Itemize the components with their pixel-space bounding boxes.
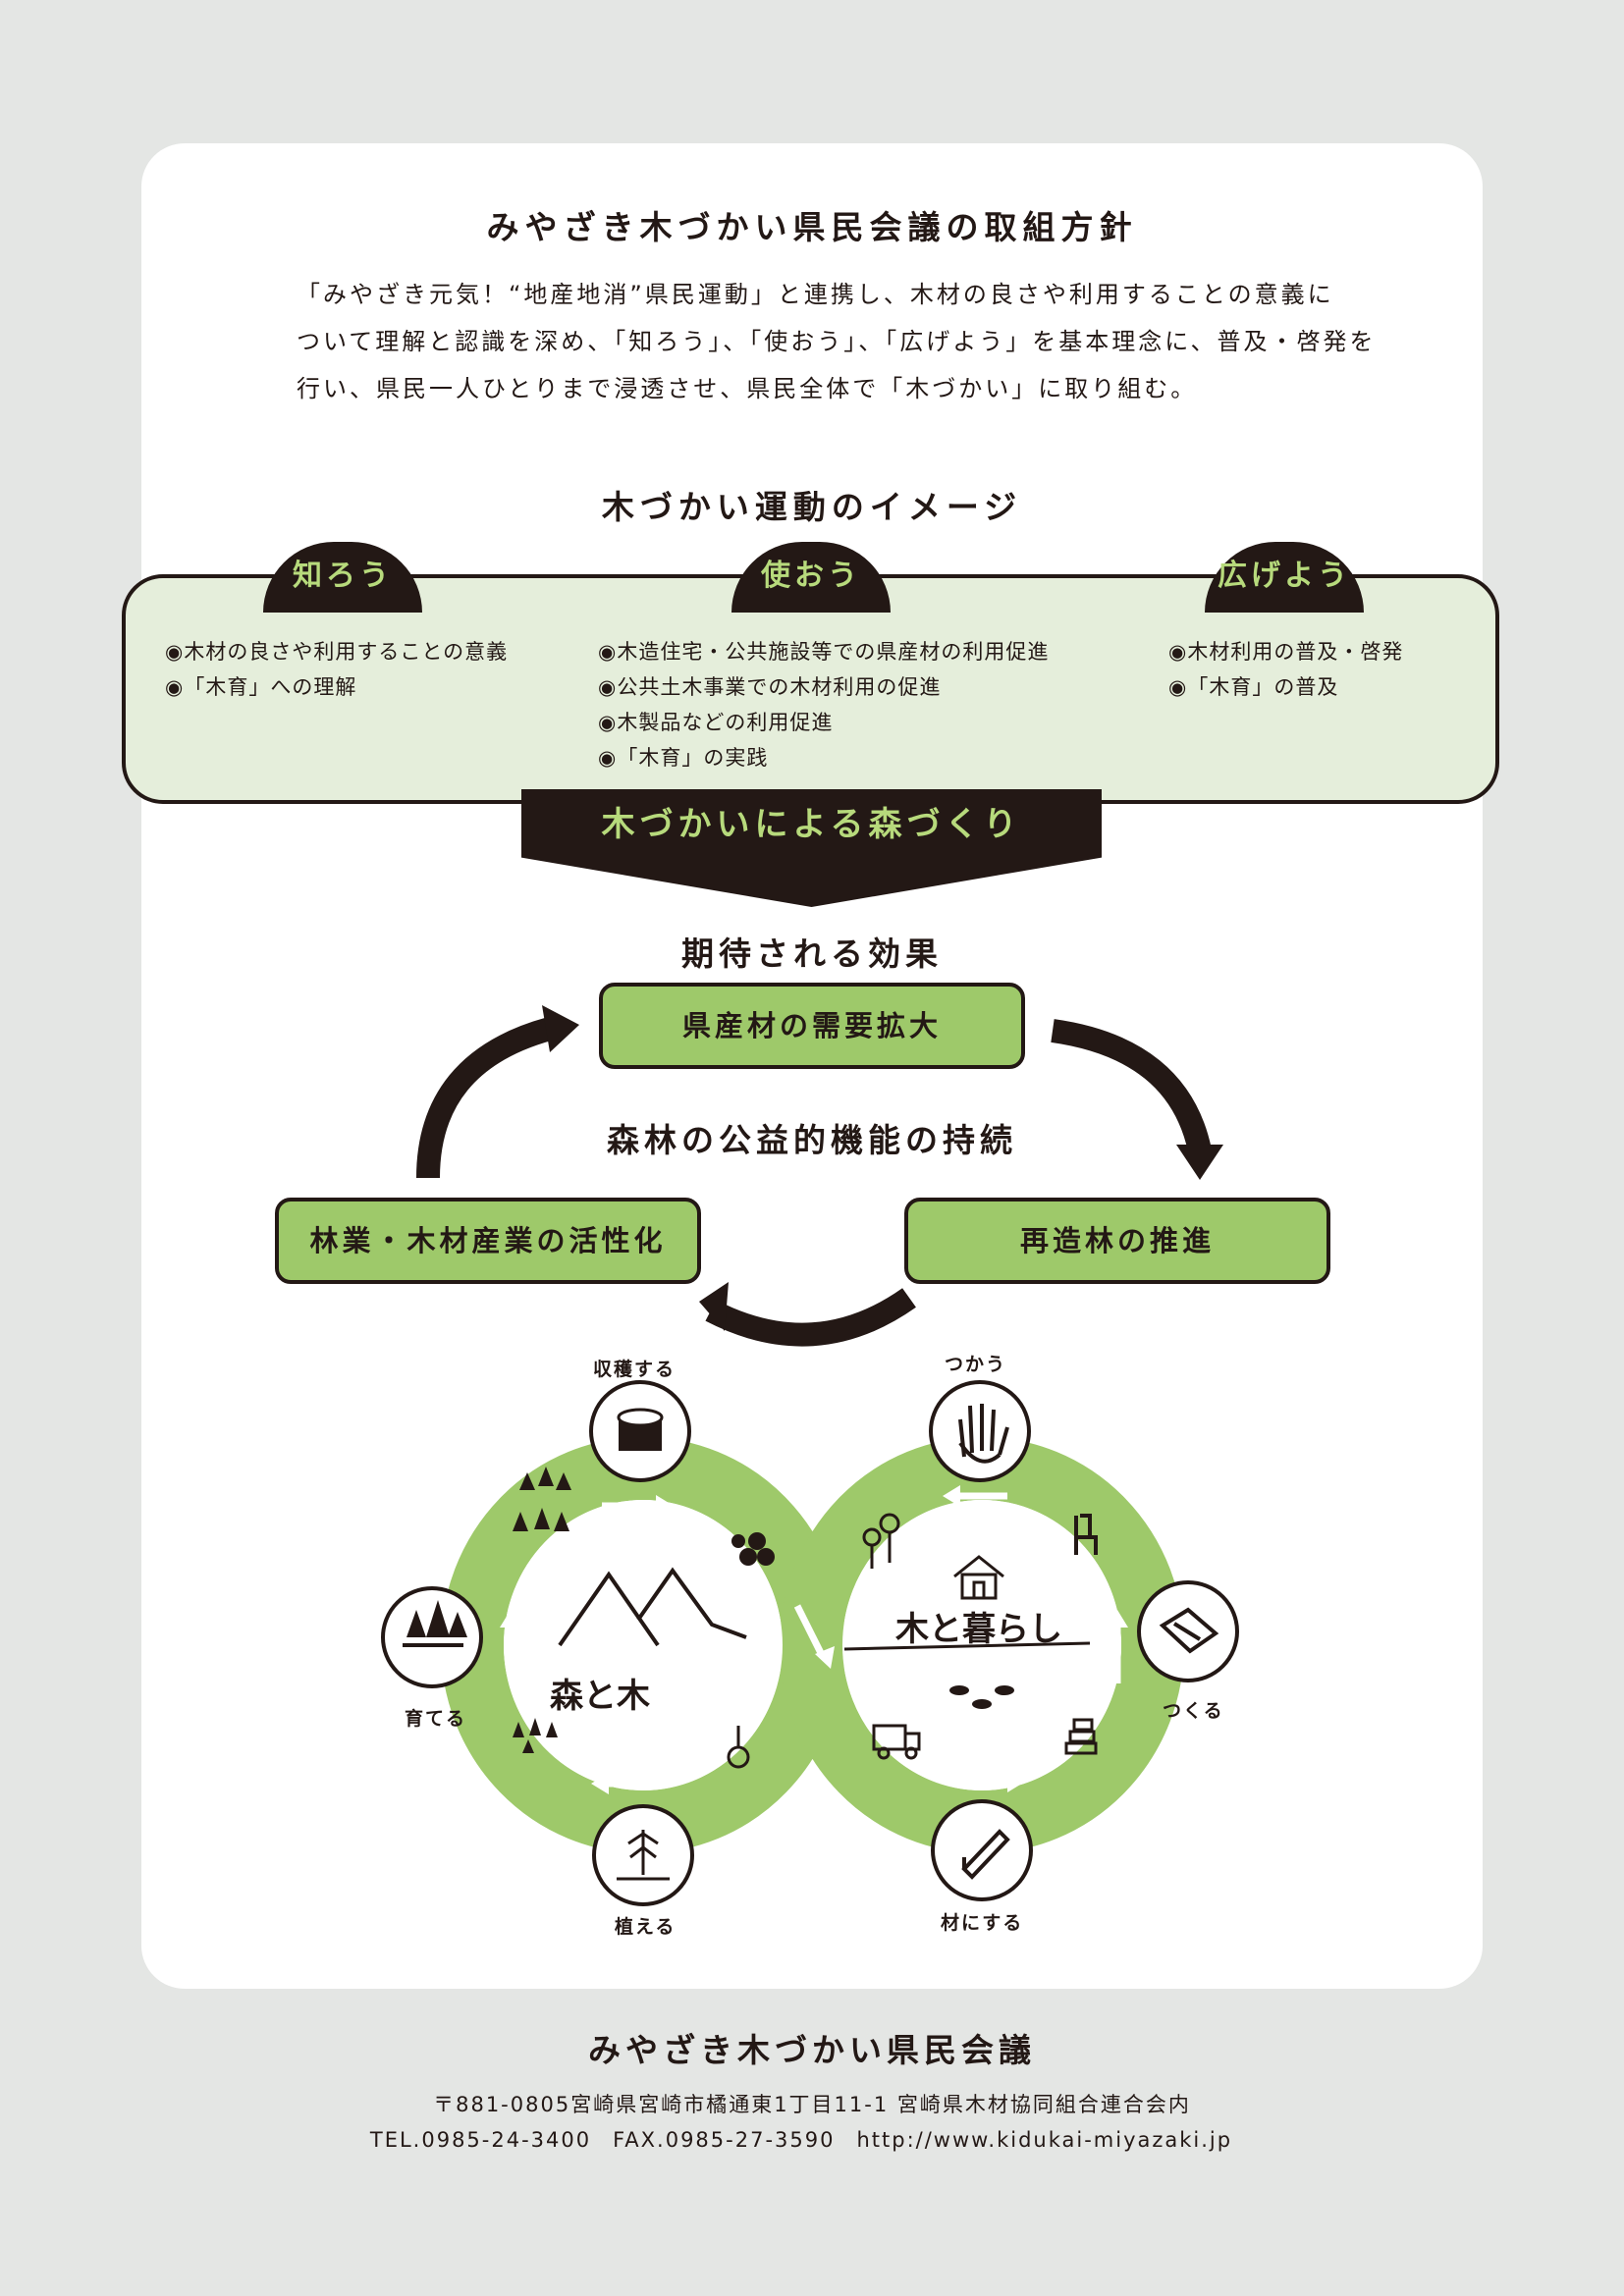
list-item: ◉「木育」の普及 xyxy=(1168,675,1339,699)
arrowhead-right xyxy=(1176,1145,1223,1180)
saplings-icon xyxy=(513,1718,558,1753)
plane-tool-icon xyxy=(1159,1607,1219,1654)
list-item: ◉「木育」の実践 xyxy=(598,746,769,770)
hand-icon xyxy=(958,1404,1009,1464)
footer-org: みやざき木づかい県民会議 xyxy=(588,2031,1036,2069)
effect-top-box: 県産材の需要拡大 xyxy=(599,983,1025,1069)
step-label-harvest: 収穫する xyxy=(593,1359,677,1380)
step-label-make: つくる xyxy=(1163,1700,1224,1722)
effect-left-box: 林業・木材産業の活性化 xyxy=(275,1198,701,1284)
house-icon xyxy=(953,1555,1004,1600)
mountain-icon xyxy=(558,1571,660,1647)
policy-text: 「みやざき元気！“地産地消”県民運動」と連携し、木材の良さや利用することの意義に… xyxy=(297,271,1377,412)
list-item: ◉木材利用の普及・啓発 xyxy=(1168,640,1404,664)
effects-center-text: 森林の公益的機能の持続 xyxy=(607,1121,1017,1159)
arrowhead-top xyxy=(542,1005,579,1052)
policy-line: 「みやざき元気！“地産地消”県民運動」と連携し、木材の良さや利用することの意義に xyxy=(297,281,1334,308)
footer-tel: TEL.0985-24-3400 xyxy=(369,2128,592,2152)
seedling-icon xyxy=(727,1726,750,1769)
list-item: ◉公共土木事業での木材利用の促進 xyxy=(598,675,942,699)
lumber-stack-icon xyxy=(1064,1718,1098,1755)
banner-text: 木づかいによる森づくり xyxy=(601,805,1022,844)
chair-icon xyxy=(1074,1514,1098,1555)
step-label-plant: 植える xyxy=(615,1916,677,1938)
trees-icon xyxy=(513,1467,571,1531)
list-item: ◉木材の良さや利用することの意義 xyxy=(165,640,509,664)
truck-icon xyxy=(872,1724,921,1760)
logs-icon xyxy=(731,1532,775,1566)
list-hirogeyou: ◉木材利用の普及・啓発 ◉「木育」の普及 xyxy=(1168,634,1403,705)
effect-right-box: 再造林の推進 xyxy=(904,1198,1330,1284)
list-item: ◉「木育」への理解 xyxy=(165,675,357,699)
step-label-lumber: 材にする xyxy=(941,1912,1024,1934)
movement-title: 木づかい運動のイメージ xyxy=(601,488,1023,526)
list-tsukaou: ◉木造住宅・公共施設等での県産材の利用促進 ◉公共土木事業での木材利用の促進 ◉… xyxy=(598,634,1049,775)
list-shirou: ◉木材の良さや利用することの意義 ◉「木育」への理解 xyxy=(165,634,508,705)
stump-icon xyxy=(617,1408,664,1451)
step-label-use: つかう xyxy=(945,1354,1007,1375)
timber-icon xyxy=(961,1829,1010,1880)
fish-icon xyxy=(949,1685,1014,1709)
arrow-right-to-left xyxy=(705,1288,916,1347)
footer-address: 〒881-0805宮崎県宮崎市橘通東1丁目11-1 宮崎県木材協同組合連合会内 xyxy=(433,2093,1191,2116)
step-label-grow: 育てる xyxy=(405,1708,467,1730)
sapling-planting-icon xyxy=(617,1830,670,1881)
policy-title: みやざき木づかい県民会議の取組方針 xyxy=(486,208,1138,246)
list-item: ◉木造住宅・公共施設等での県産材の利用促進 xyxy=(598,640,1050,664)
list-item: ◉木製品などの利用促進 xyxy=(598,711,834,734)
family-icon xyxy=(862,1513,900,1569)
arrow-top-to-right xyxy=(1051,1019,1212,1153)
footer-fax: FAX.0985-27-3590 xyxy=(613,2128,836,2152)
flow-arrows xyxy=(500,1485,1128,1794)
arrowhead-left xyxy=(699,1282,729,1331)
arrow-left-to-top xyxy=(416,1017,554,1179)
footer-contacts: TEL.0985-24-3400 FAX.0985-27-3590 http://w… xyxy=(0,2128,1624,2152)
policy-line: ついて理解と認識を深め、「知ろう」、「使おう」、「広げよう」を基本理念に、普及・… xyxy=(297,328,1377,355)
cycle-left-label: 森と木 xyxy=(550,1677,650,1716)
policy-line: 行い、県民一人ひとりまで浸透させ、県民全体で「木づかい」に取り組む。 xyxy=(297,375,1198,402)
footer-url[interactable]: http://www.kidukai-miyazaki.jp xyxy=(856,2128,1233,2152)
cycle-right-label: 木と暮らし xyxy=(895,1610,1062,1649)
forest-icon xyxy=(403,1600,467,1647)
effects-title: 期待される効果 xyxy=(681,934,943,973)
